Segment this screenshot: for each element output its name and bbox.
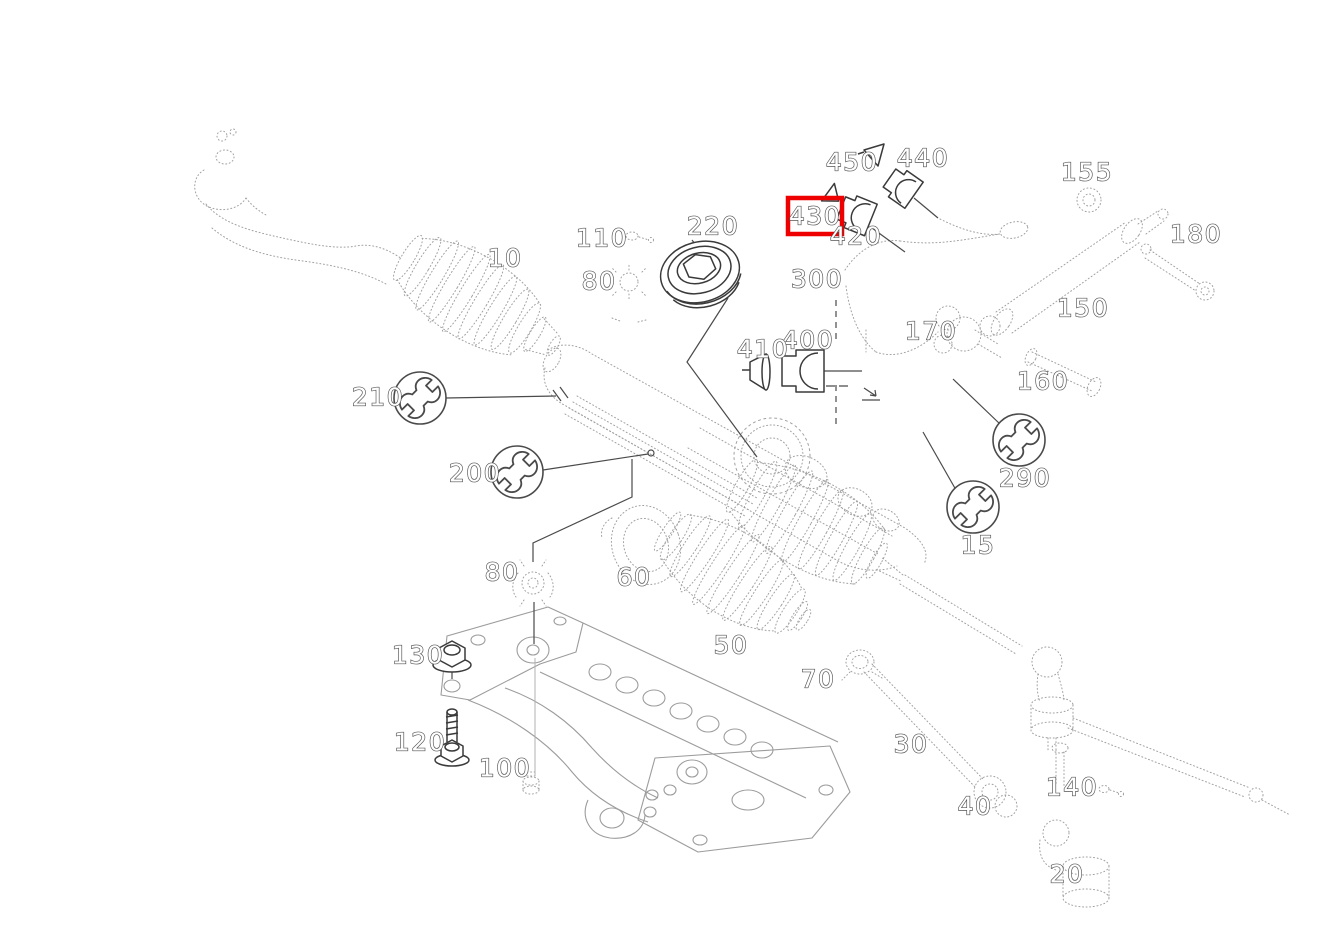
bolt-110-icon — [625, 231, 654, 243]
rod-180-sketch — [1140, 243, 1215, 301]
wrench-marker-15[interactable]: 15 — [946, 480, 1000, 560]
wrench-icon — [998, 419, 1040, 461]
part-label-110[interactable]: 110 — [575, 223, 628, 253]
wrench-marker-200[interactable]: 200 — [448, 445, 544, 499]
part-label-450[interactable]: 450 — [825, 147, 878, 177]
part-label-30[interactable]: 30 — [893, 729, 929, 759]
cylinder-150-sketch — [979, 208, 1169, 337]
part-label-160[interactable]: 160 — [1016, 366, 1069, 396]
boot-50-sketch — [653, 511, 812, 634]
part-120-bolt — [434, 708, 470, 767]
part-label-430[interactable]: 430 — [788, 201, 841, 231]
part-130-nut — [432, 640, 472, 673]
tie-rod-end-right-sketch — [899, 574, 1291, 816]
solid-parts — [432, 143, 924, 767]
wrench-markers: 210 200 290 15 — [351, 371, 1051, 560]
wrench-marker-210[interactable]: 210 — [351, 371, 447, 425]
part-220-cap — [659, 240, 742, 309]
part-label-170[interactable]: 170 — [904, 316, 957, 346]
part-label-40[interactable]: 40 — [957, 791, 993, 821]
part-400-sensor — [781, 349, 825, 393]
boot-10-sketch — [392, 234, 561, 356]
ring-155-sketch — [1076, 187, 1102, 213]
part-label-420[interactable]: 420 — [829, 221, 882, 251]
ring-60-sketch — [601, 505, 682, 585]
part-label-300[interactable]: 300 — [790, 264, 843, 294]
part-label-80-lower[interactable]: 80 — [484, 557, 520, 587]
part-label-15[interactable]: 15 — [960, 530, 996, 560]
pipes-300-sketch — [844, 218, 1029, 356]
rack-housing-sketch — [542, 344, 927, 571]
part-label-80-upper[interactable]: 80 — [581, 266, 617, 296]
wrench-icon — [496, 451, 538, 493]
part-label-200[interactable]: 200 — [448, 458, 501, 488]
subframe-sketch — [440, 606, 851, 853]
part-label-60[interactable]: 60 — [616, 562, 652, 592]
valve-170-sketch — [933, 305, 1003, 359]
wrench-marker-290[interactable]: 290 — [992, 413, 1051, 493]
part-label-150[interactable]: 150 — [1056, 293, 1109, 323]
part-440-sensor — [882, 168, 924, 210]
mount-80-lower-sketch — [512, 559, 554, 607]
wrench-icon — [952, 486, 994, 528]
mount-80-upper-sketch — [610, 262, 648, 323]
part-label-220[interactable]: 220 — [686, 211, 739, 241]
part-label-120[interactable]: 120 — [393, 727, 446, 757]
part-label-10[interactable]: 10 — [487, 243, 523, 273]
part-410-plug — [742, 353, 771, 391]
wrench-icon — [399, 377, 441, 419]
part-label-140[interactable]: 140 — [1045, 772, 1098, 802]
leader-lines — [445, 197, 1002, 776]
part-label-400[interactable]: 400 — [781, 325, 834, 355]
part-label-155[interactable]: 155 — [1060, 157, 1113, 187]
rod-160-sketch — [1024, 348, 1102, 397]
tie-rod-end-20-sketch — [1039, 742, 1110, 908]
clamp-70-and-inner-rod-sketch — [841, 649, 1018, 818]
part-label-180[interactable]: 180 — [1169, 219, 1222, 249]
tie-rod-left-sketch — [194, 128, 403, 285]
highlight-box — [785, 195, 845, 237]
part-label-210[interactable]: 210 — [351, 382, 404, 412]
bolt-140-icon — [1098, 785, 1124, 797]
boot-rear-sketch — [725, 459, 905, 585]
part-label-440[interactable]: 440 — [896, 143, 949, 173]
part-label-100[interactable]: 100 — [478, 753, 531, 783]
bolt-100-sketch — [522, 771, 540, 795]
part-450-plug — [857, 143, 885, 167]
part-label-410[interactable]: 410 — [736, 334, 789, 364]
part-label-70[interactable]: 70 — [800, 664, 836, 694]
part-label-20[interactable]: 20 — [1049, 859, 1085, 889]
part-label-290[interactable]: 290 — [998, 463, 1051, 493]
part-label-130[interactable]: 130 — [391, 640, 444, 670]
part-label-50[interactable]: 50 — [713, 630, 749, 660]
